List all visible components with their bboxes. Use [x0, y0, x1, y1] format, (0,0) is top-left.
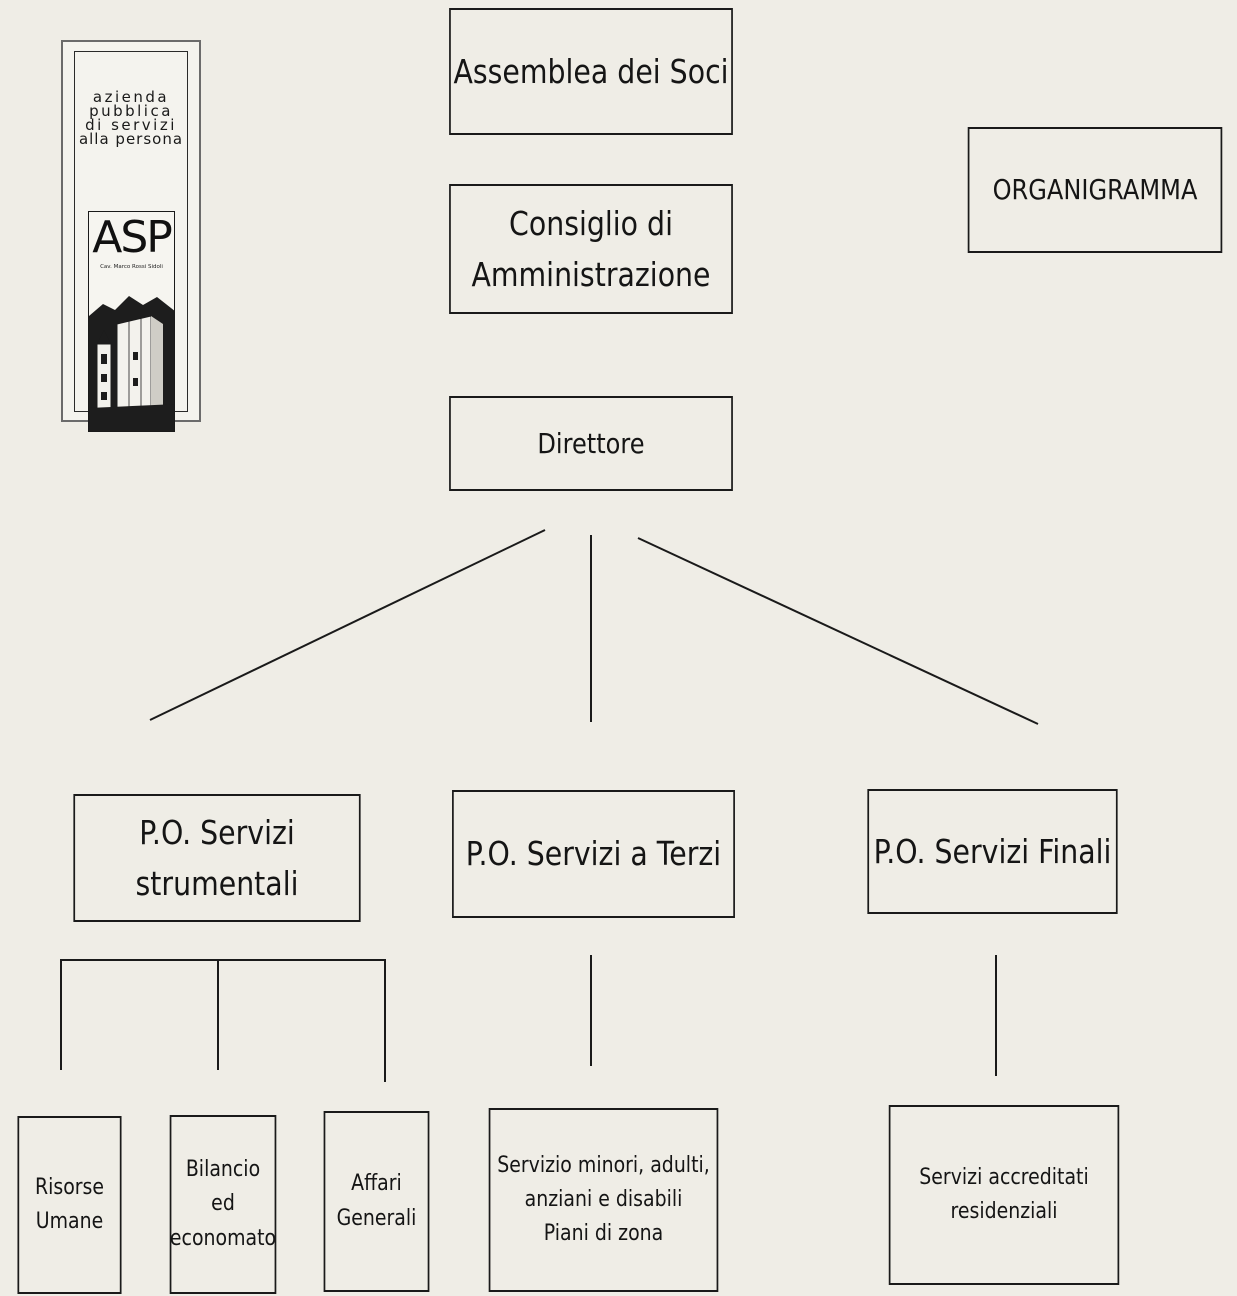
- node-affari-generali-line2: Generali: [336, 1205, 417, 1231]
- node-po-servizi-a-terzi: P.O. Servizi a Terzi: [452, 790, 735, 918]
- node-direttore: Direttore: [449, 396, 733, 491]
- connector-direttore-strumentali: [149, 529, 546, 721]
- node-bilancio-line1: Bilancio ed: [185, 1157, 261, 1217]
- node-risorse-umane: Risorse Umane: [17, 1116, 122, 1294]
- node-po-strumentali-label: P.O. Servizi strumentali: [135, 812, 299, 903]
- logo-line-2: pubblica: [89, 102, 173, 120]
- logo-subtitle: Cav. Marco Rossi Sidoli: [100, 264, 163, 270]
- node-consiglio-label: Consiglio di Amministrazione: [471, 203, 711, 294]
- node-affari-generali-line1: Affari: [351, 1171, 402, 1197]
- asp-logo-frame: azienda pubblica di servizi alla persona…: [74, 51, 188, 432]
- logo-line-3: di servizi: [85, 116, 177, 134]
- node-servizio-minori: Servizio minori, adulti, anziani e disab…: [488, 1108, 719, 1292]
- node-bilancio-ed-economato: Bilancio ed economato: [169, 1115, 277, 1294]
- asp-logo: azienda pubblica di servizi alla persona…: [61, 40, 201, 432]
- organigramma-title: ORGANIGRAMMA: [967, 127, 1223, 253]
- node-assemblea-dei-soci: Assemblea dei Soci: [449, 8, 733, 135]
- node-consiglio-di-amministrazione: Consiglio di Amministrazione: [449, 184, 733, 314]
- asp-emblem: ASP Cav. Marco Rossi Sidoli: [88, 211, 175, 432]
- node-risorse-umane-line1: Risorse: [34, 1174, 105, 1200]
- node-po-servizi-finali: P.O. Servizi Finali: [867, 789, 1118, 914]
- logo-line-1: azienda: [92, 88, 170, 106]
- node-risorse-umane-line2: Umane: [35, 1209, 104, 1234]
- node-servizi-accreditati-label: Servizi accreditati residenziali: [919, 1164, 1089, 1224]
- castle-illustration: [89, 296, 174, 431]
- node-po-terzi-label: P.O. Servizi a Terzi: [465, 834, 722, 874]
- node-assemblea-label: Assemblea dei Soci: [453, 51, 729, 91]
- organigramma-title-text: ORGANIGRAMMA: [992, 173, 1198, 207]
- asp-logo-text: azienda pubblica di servizi alla persona: [75, 88, 187, 148]
- connector-direttore-finali: [637, 537, 1039, 725]
- node-servizio-minori-line3: Piani di zona: [543, 1221, 664, 1247]
- node-po-finali-label: P.O. Servizi Finali: [873, 831, 1112, 871]
- connector-strumentali-bracket: [60, 959, 386, 1082]
- node-po-servizi-strumentali: P.O. Servizi strumentali: [73, 794, 361, 922]
- node-servizi-accreditati-residenziali: Servizi accreditati residenziali: [888, 1105, 1120, 1285]
- logo-acronym: ASP: [92, 212, 173, 263]
- node-affari-generali: Affari Generali: [323, 1111, 430, 1292]
- node-bilancio-line2: economato: [169, 1225, 277, 1251]
- node-servizio-minori-line1: Servizio minori, adulti,: [497, 1152, 710, 1178]
- node-direttore-label: Direttore: [537, 426, 645, 460]
- node-servizio-minori-line2: anziani e disabili: [524, 1186, 683, 1212]
- logo-line-4: alla persona: [78, 130, 184, 148]
